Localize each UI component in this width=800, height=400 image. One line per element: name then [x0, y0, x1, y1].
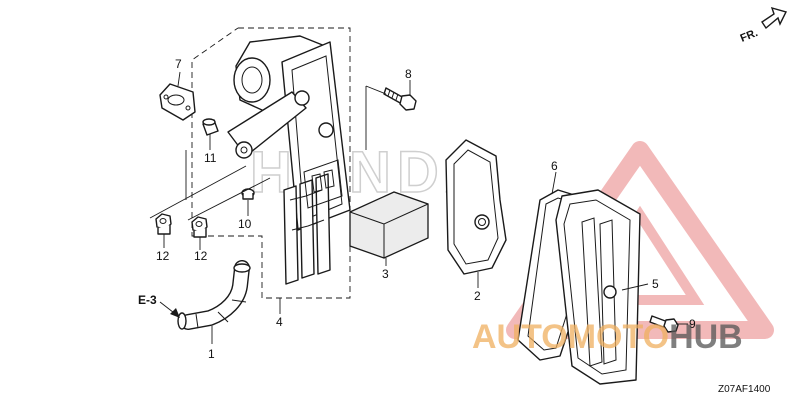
part-label-12-right: 12: [194, 249, 208, 263]
part-label-6: 6: [551, 159, 558, 173]
reference-arrow: [159, 301, 180, 318]
cover-screw: [649, 315, 679, 333]
part-label-2: 2: [474, 289, 481, 303]
part-label-9: 9: [689, 317, 696, 331]
leader-lines: [149, 71, 688, 344]
assembly-outline: [191, 27, 351, 299]
diagram-code: Z07AF1400: [718, 384, 771, 395]
breather-cover: [555, 189, 641, 385]
part-label-3: 3: [382, 267, 389, 281]
filter-element: [445, 139, 507, 275]
flange-bolt: [383, 87, 417, 111]
part-label-1: 1: [208, 347, 215, 361]
part-label-12-left: 12: [156, 249, 170, 263]
nut-right: [191, 216, 208, 238]
part-label-5: 5: [652, 277, 659, 291]
part-label-8: 8: [405, 67, 412, 81]
part-label-10: 10: [238, 217, 252, 231]
pin: [202, 118, 219, 136]
part-label-11: 11: [204, 151, 217, 165]
reference-label: E-3: [138, 293, 157, 307]
front-direction-arrow: [761, 6, 788, 30]
part-label-4: 4: [276, 315, 283, 329]
gasket-plate: [159, 83, 196, 121]
watermark-text-a: AUTOMOTO: [472, 318, 669, 356]
nut-left: [155, 213, 172, 235]
watermark-text-b: HUB: [669, 318, 743, 356]
part-label-7: 7: [175, 57, 182, 71]
watermark-text: AUTOMOTOHUB: [472, 318, 743, 356]
small-bolt: [241, 188, 255, 200]
front-direction-label: FR.: [739, 27, 760, 45]
foam-block: [349, 191, 429, 259]
breather-hose: [177, 260, 251, 330]
breather-chamber: [227, 35, 351, 285]
